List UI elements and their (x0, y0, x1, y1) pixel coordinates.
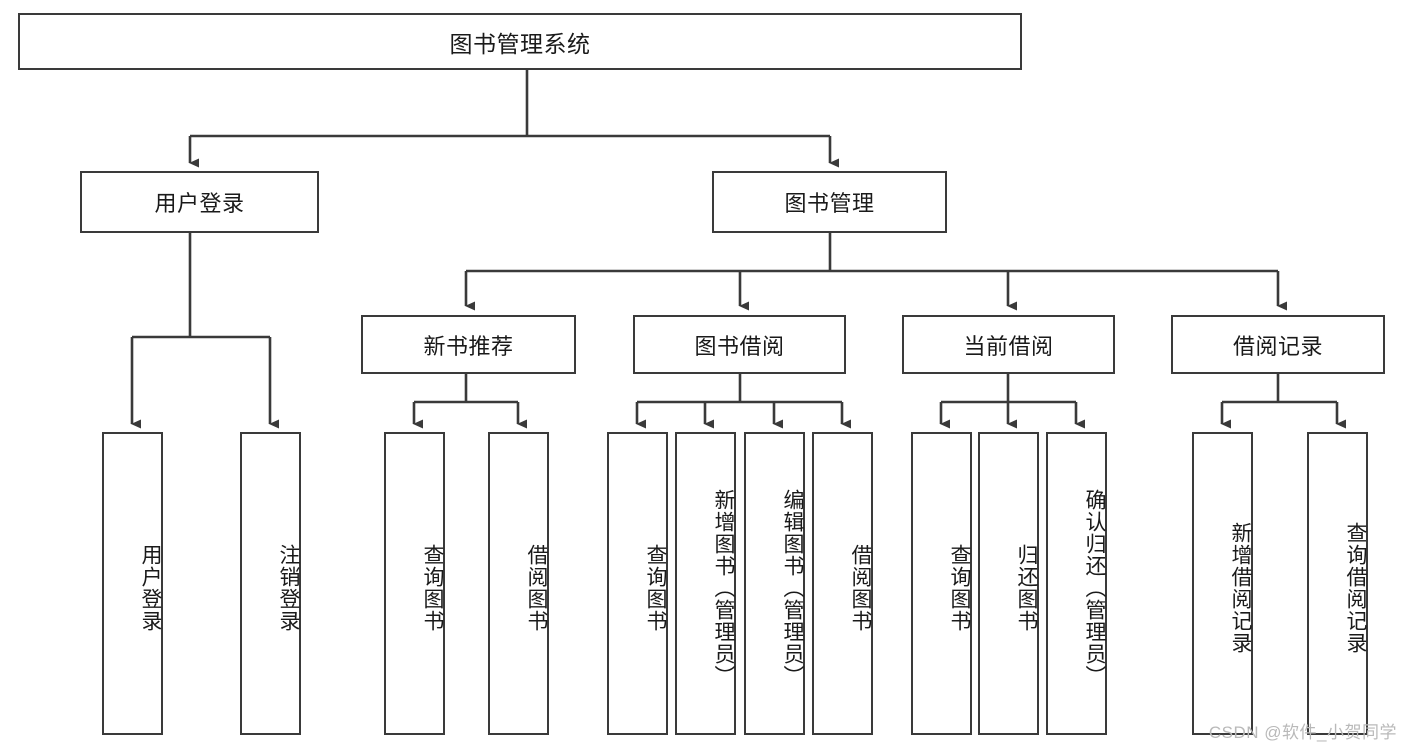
node-label: 注销登录 (277, 543, 300, 632)
leaf-query-book-recommend[interactable]: 查询图书 (384, 432, 445, 735)
watermark-text: CSDN @软件_小贺同学 (1208, 723, 1397, 742)
node-label: 借阅图书 (525, 543, 548, 632)
node-label: 编辑图书（管理员） (781, 488, 804, 687)
node-label: 新增借阅记录 (1229, 521, 1252, 654)
node-label: 新增图书（管理员） (712, 488, 735, 687)
node-label: 用户登录 (139, 543, 162, 632)
node-label: 用户登录 (154, 191, 245, 216)
node-label: 图书借阅 (694, 333, 785, 359)
leaf-return-book[interactable]: 归还图书 (978, 432, 1039, 735)
node-borrow-record[interactable]: 借阅记录 (1171, 315, 1385, 374)
node-user-login[interactable]: 用户登录 (80, 171, 319, 233)
node-book-management[interactable]: 图书管理 (712, 171, 947, 233)
leaf-query-borrow-record[interactable]: 查询借阅记录 (1307, 432, 1368, 735)
node-label: 确认归还（管理员） (1083, 488, 1106, 687)
node-label: 查询图书 (421, 543, 444, 632)
node-label: 当前借阅 (963, 333, 1054, 359)
leaf-add-book-admin[interactable]: 新增图书（管理员） (675, 432, 736, 735)
node-label: 新书推荐 (423, 333, 514, 359)
node-label: 图书管理 (784, 191, 875, 216)
leaf-query-book-current[interactable]: 查询图书 (911, 432, 972, 735)
node-book-borrow[interactable]: 图书借阅 (633, 315, 846, 374)
leaf-borrow-book-recommend[interactable]: 借阅图书 (488, 432, 549, 735)
leaf-user-login[interactable]: 用户登录 (102, 432, 163, 735)
node-new-book-recommend[interactable]: 新书推荐 (361, 315, 576, 374)
leaf-logout-login[interactable]: 注销登录 (240, 432, 301, 735)
node-label: 查询借阅记录 (1344, 521, 1367, 654)
node-label: 查询图书 (948, 543, 971, 632)
node-label: 借阅图书 (849, 543, 872, 632)
leaf-add-borrow-record[interactable]: 新增借阅记录 (1192, 432, 1253, 735)
leaf-query-book-borrow[interactable]: 查询图书 (607, 432, 668, 735)
node-label: 借阅记录 (1232, 333, 1323, 359)
node-current-borrow[interactable]: 当前借阅 (902, 315, 1115, 374)
node-label: 归还图书 (1015, 543, 1038, 632)
node-label: 查询图书 (644, 543, 667, 632)
leaf-confirm-return-admin[interactable]: 确认归还（管理员） (1046, 432, 1107, 735)
leaf-edit-book-admin[interactable]: 编辑图书（管理员） (744, 432, 805, 735)
node-label: 图书管理系统 (449, 30, 591, 57)
node-root-system[interactable]: 图书管理系统 (18, 13, 1022, 70)
leaf-borrow-book[interactable]: 借阅图书 (812, 432, 873, 735)
